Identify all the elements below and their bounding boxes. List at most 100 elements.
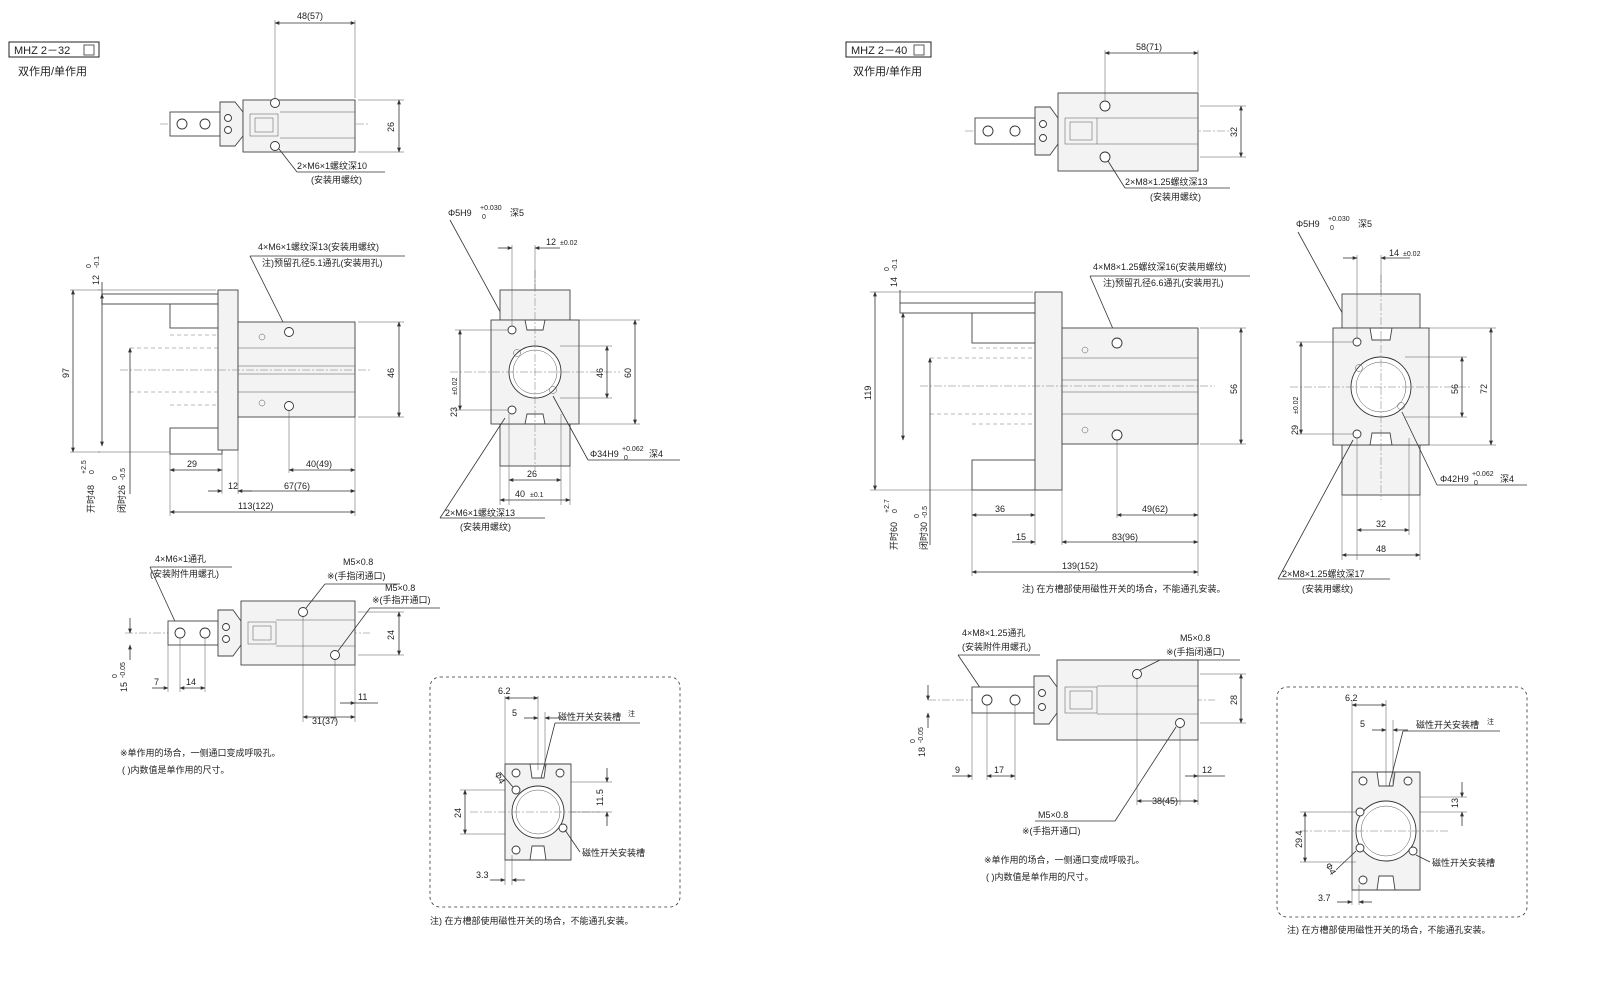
- left-side-thread-note-2: (安装用螺纹): [460, 521, 511, 532]
- left-subtitle: 双作用/单作用: [18, 65, 87, 78]
- right-side-dim-14: 14: [1389, 248, 1399, 258]
- detail-dim-6-2: 6.2: [498, 686, 511, 696]
- dim-48-57: 48(57): [297, 11, 323, 21]
- right-dim-38-45: 38(45): [1152, 796, 1178, 806]
- right-dim-49-62: 49(62): [1142, 504, 1168, 514]
- right-port2-note: ※(手指开通口): [1022, 825, 1081, 836]
- right-bore-tol-bot: 0: [1474, 480, 1478, 487]
- dim-67-76: 67(76): [284, 481, 310, 491]
- right-front-thread-note: 4×M8×1.25螺纹深16(安装用螺纹): [1093, 261, 1227, 272]
- side-23-tol: ±0.02: [452, 377, 459, 395]
- right-pin-tol-bot: 0: [1330, 225, 1334, 232]
- right-bottom-hole-note: 4×M8×1.25通孔: [962, 628, 1026, 638]
- open-tol-top: +2.5: [81, 460, 88, 474]
- open-tol-bot: 0: [89, 470, 96, 474]
- right-side-dim-56: 56: [1450, 384, 1460, 394]
- dim-12-tol-bot: -0.1: [94, 256, 101, 268]
- port2-note: ※(手指开通口): [372, 594, 431, 605]
- dim-12b: 12: [228, 481, 238, 491]
- dim-11: 11: [358, 692, 367, 702]
- right-close-stroke: 闭时30: [918, 522, 929, 550]
- left-side-dim-12: 12: [546, 237, 556, 247]
- right-dim-18-tol-bot: -0.05: [918, 727, 925, 743]
- left-side-thread-note: 2×M6×1螺纹深13: [445, 507, 515, 518]
- left-side-dim-23: 23: [449, 407, 459, 417]
- right-dim-58-71: 58(71): [1136, 42, 1162, 52]
- dim-15: 15: [119, 682, 129, 692]
- dim-24: 24: [386, 630, 396, 640]
- left-side-bore: Φ34H9: [590, 449, 619, 459]
- right-detail-slot-label-2: 磁性开关安装槽: [1432, 857, 1495, 868]
- right-bottom-hole-note-2: (安装附件用螺孔): [962, 641, 1031, 652]
- right-side-bore: Φ42H9: [1440, 474, 1469, 484]
- dim-26: 26: [386, 122, 396, 132]
- left-bottom-hole-note-2: (安装附件用螺孔): [150, 568, 219, 579]
- left-model-text: MHZ 2－32: [14, 45, 70, 57]
- right-dim-14-tol-bot: -0.1: [892, 259, 899, 271]
- right-dim-56-front: 56: [1229, 384, 1239, 394]
- right-front-footnote: 注) 在方槽部使用磁性开关的场合，不能通孔安装。: [1022, 583, 1226, 594]
- pin-tol-bot: 0: [482, 214, 486, 221]
- right-close-tol-bot: -0.5: [922, 506, 929, 518]
- left-detail-footnote: 注) 在方槽部使用磁性开关的场合，不能通孔安装。: [430, 915, 634, 926]
- right-side-dim-29: 29: [1290, 425, 1300, 435]
- left-side-dim-26: 26: [527, 469, 537, 479]
- left-sheet: MHZ 2－32 双作用/单作用 48(57) 26: [8, 11, 681, 926]
- right-dim-14: 14: [889, 277, 899, 287]
- close-tol-top: 0: [112, 476, 119, 480]
- left-note-1: ※单作用的场合，一侧通口变成呼吸孔。: [120, 747, 281, 758]
- dim-15-tol-top: 0: [112, 674, 119, 678]
- close-tol-bot: -0.5: [120, 468, 127, 480]
- right-dim-14-tol-top: 0: [884, 267, 891, 271]
- right-open-stroke: 开时60: [888, 522, 899, 550]
- dim-12: 12: [91, 275, 101, 285]
- right-note-1: ※单作用的场合，一侧通口变成呼吸孔。: [984, 854, 1145, 865]
- right-detail-note-mark: 注: [1487, 717, 1494, 726]
- pin-tol-top: +0.030: [480, 205, 502, 212]
- left-front-thread-note-2: 注)预留孔径5.1通孔(安装用孔): [262, 257, 383, 268]
- right-dim-18: 18: [917, 747, 927, 757]
- right-side-29-tol: ±0.02: [1293, 396, 1300, 414]
- pin-depth: 深5: [510, 208, 524, 218]
- right-side-thread-note-2: (安装用螺纹): [1302, 583, 1353, 594]
- right-side-pin: Φ5H9: [1296, 219, 1320, 229]
- right-dim-119: 119: [863, 386, 873, 400]
- detail-dim-24: 24: [453, 808, 463, 818]
- right-detail-phi4: Φ4: [1323, 861, 1338, 877]
- right-open-tol-bot: 0: [892, 509, 899, 513]
- open-stroke: 开时48: [85, 485, 96, 513]
- right-detail-slot-label: 磁性开关安装槽: [1416, 719, 1479, 730]
- left-top-thread-note: 2×M6×1螺纹深10: [297, 160, 367, 171]
- detail-dim-11-5: 11.5: [595, 789, 605, 806]
- right-detail-footnote: 注) 在方槽部使用磁性开关的场合，不能通孔安装。: [1287, 924, 1491, 935]
- bore-depth: 深4: [649, 449, 663, 459]
- bore-tol-bot: 0: [624, 455, 628, 462]
- right-top-view: 58(71) 32 2×M8×1.25螺纹深13 (安装用螺纹): [965, 42, 1246, 202]
- left-bottom-hole-note: 4×M6×1通孔: [155, 554, 206, 564]
- right-side-view: Φ5H9 +0.030 0 深5 14 ±0.02: [1277, 216, 1527, 594]
- detail-note-mark: 注: [628, 709, 635, 718]
- port1-note: ※(手指闭通口): [327, 570, 386, 581]
- close-stroke: 闭时26: [116, 485, 127, 513]
- right-sheet: MHZ 2－40 双作用/单作用 58(71) 32: [845, 41, 1528, 935]
- side-12-tol: ±0.02: [560, 240, 578, 247]
- right-dim-36: 36: [995, 504, 1005, 514]
- right-front-view: 4×M8×1.25螺纹深16(安装用螺纹) 注)预留孔径6.6通孔(安装用孔): [863, 259, 1250, 594]
- dim-46-front: 46: [386, 368, 396, 378]
- left-top-view: 48(57) 26 2×M6×1螺纹深10 (安装用螺纹): [160, 11, 404, 185]
- right-dim-139-152: 139(152): [1062, 561, 1098, 571]
- right-detail-dim-13: 13: [1450, 798, 1460, 808]
- port2: M5×0.8: [385, 583, 415, 593]
- dim-29: 29: [187, 459, 197, 469]
- dim-97: 97: [61, 368, 71, 378]
- right-open-tol-top: +2.7: [884, 499, 891, 513]
- left-side-dim-46: 46: [595, 368, 605, 378]
- right-port1: M5×0.8: [1180, 633, 1210, 643]
- left-side-pin: Φ5H9: [448, 208, 472, 218]
- left-side-view: Φ5H9 +0.030 0 深5 12 ±0.02: [439, 205, 680, 532]
- right-detail-dim-5: 5: [1360, 719, 1365, 729]
- right-model-label: MHZ 2－40 双作用/单作用: [845, 41, 932, 78]
- detail-dim-3-3: 3.3: [476, 870, 489, 880]
- right-detail-dim-3-7: 3.7: [1318, 893, 1331, 903]
